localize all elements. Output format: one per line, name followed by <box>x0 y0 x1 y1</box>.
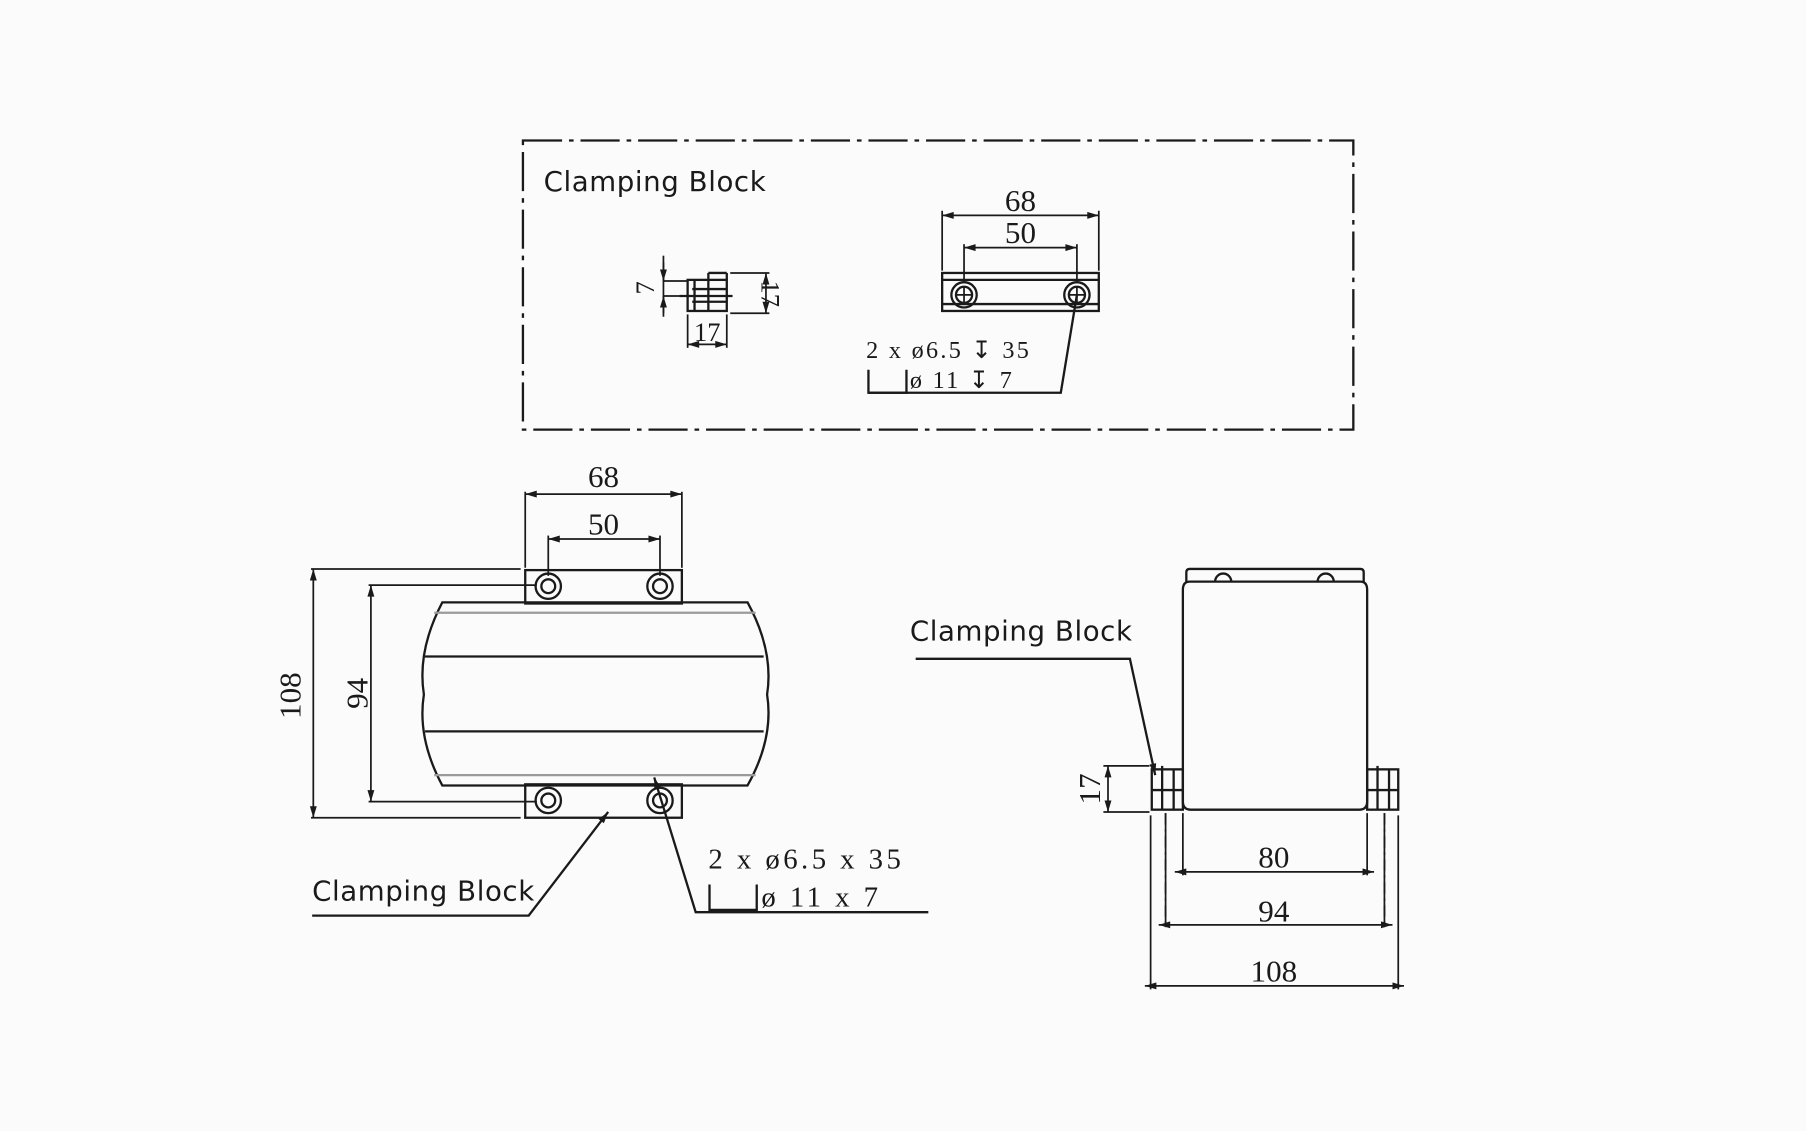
dim-block-length: 68 <box>1005 183 1036 218</box>
dim-block-small-height: 7 <box>630 281 660 294</box>
side-view: Clamping Block 17 80 94 108 <box>910 567 1405 990</box>
dim-front-overall-height: 108 <box>273 672 308 719</box>
dim-side-hole-width: 94 <box>1258 893 1290 928</box>
block-top-view: 68 50 2 x ø6.5 ↧ 35 ø 11 ↧ 7 <box>866 183 1100 394</box>
side-top-cap <box>1185 567 1365 582</box>
dim-hole-spacing: 50 <box>1005 215 1036 250</box>
detail-box-title: Clamping Block <box>544 165 767 198</box>
front-view: 68 50 108 94 Clamping Block 2 x ø6.5 x 3… <box>273 459 929 917</box>
transformer-body <box>421 601 770 787</box>
side-body <box>1181 580 1369 811</box>
dim-front-hole-spacing: 50 <box>588 506 619 541</box>
front-hole-note-line2: ø 11 x 7 <box>761 881 881 913</box>
block-side-view: 7 17 17 <box>630 255 785 348</box>
front-hole-note-line1: 2 x ø6.5 x 35 <box>708 843 904 875</box>
dim-side-body-width: 80 <box>1258 839 1289 874</box>
side-right-clamping-block <box>1365 765 1400 811</box>
dim-front-hole-height: 94 <box>339 677 374 709</box>
front-clamping-block-label: Clamping Block <box>312 875 535 908</box>
side-clamping-block-label: Clamping Block <box>910 614 1133 647</box>
dim-front-block-length: 68 <box>588 459 619 494</box>
side-left-clamping-block <box>1150 765 1185 811</box>
clamping-block-detail-box: Clamping Block 7 17 <box>521 139 1355 431</box>
detail-box-border <box>521 139 1355 431</box>
mounting-holes <box>534 572 674 815</box>
hole-note-line2: ø 11 ↧ 7 <box>910 367 1014 394</box>
hole-note-line1: 2 x ø6.5 ↧ 35 <box>866 337 1031 364</box>
dim-block-height: 17 <box>755 280 785 306</box>
dim-block-width: 17 <box>694 317 720 347</box>
dim-side-block-height: 17 <box>1072 773 1107 804</box>
dim-side-overall-width: 108 <box>1251 953 1298 988</box>
